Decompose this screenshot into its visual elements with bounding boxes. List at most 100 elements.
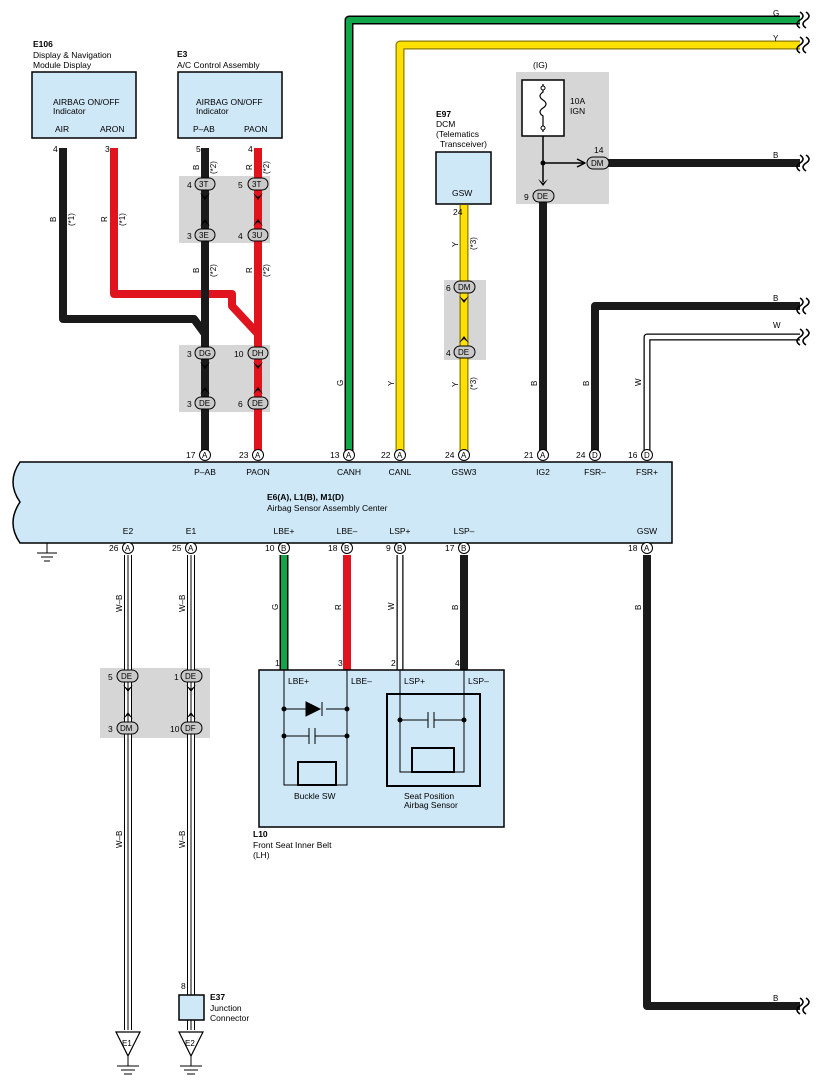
s2-conn-l-bot-label: DE: [199, 399, 210, 408]
wl-b-ig2: B: [530, 381, 539, 386]
s4-conn-l-bot-label: DM: [120, 724, 133, 733]
e97-inner: GSW: [452, 188, 472, 198]
asm-top-conn-1: A: [255, 451, 261, 460]
e3-term-pab: P–AB: [193, 124, 215, 134]
wl-wb-e2-2: W–B: [115, 831, 124, 848]
fuse-rating: 10A: [570, 96, 585, 106]
e106-name-2: Module Display: [33, 60, 92, 70]
ground-e1-label: E1: [122, 1039, 132, 1048]
s4-pin-r-bot: 10: [170, 724, 180, 734]
asm-bottom-pin-4: [394, 542, 406, 554]
asm-top-conn-6: D: [592, 451, 598, 460]
e106-code: E106: [33, 39, 53, 49]
wl-n2-paon-1: (*2): [262, 161, 271, 174]
asm-bottom-term-3: LBE–: [337, 526, 358, 536]
e37-connector: [178, 994, 205, 1021]
asm-top-pin-num-1: 23: [239, 450, 249, 460]
asm-top-conn-2: A: [346, 451, 352, 460]
wl-r-paon-2: R: [245, 267, 254, 273]
ig-conn-dm: [586, 156, 610, 170]
e3-inner-1: AIRBAG ON/OFF: [196, 97, 263, 107]
asm-top-term-2: CANH: [337, 467, 361, 477]
asm-top-pin-num-2: 13: [330, 450, 340, 460]
s2-conn-l-bot: [194, 396, 216, 410]
s1-pin-l-top: 4: [187, 180, 192, 190]
l10-term-0: LBE+: [288, 676, 309, 686]
asm-bottom-pin-num-3: 18: [328, 543, 338, 553]
asm-top-pin-7: [641, 449, 653, 461]
e37-name-1: Junction: [210, 1003, 242, 1013]
edge-label-g: G: [773, 9, 779, 18]
wl-b-pab-2: B: [192, 268, 201, 273]
asm-bottom-pin-6: [641, 542, 653, 554]
asm-bottom-conn-6: A: [644, 544, 650, 553]
asm-bottom-term-2: LBE+: [273, 526, 294, 536]
asm-top-conn-5: A: [540, 451, 546, 460]
l10-pin-3: 4: [455, 658, 460, 668]
s2-conn-l-top-label: DG: [199, 349, 211, 358]
asm-bottom-pin-num-5: 17: [445, 543, 455, 553]
s1-conn-r-bot: [247, 228, 269, 242]
s3-conn-top: [453, 280, 476, 294]
wire-b-air: [59, 148, 209, 337]
e106-name-1: Display & Navigation: [33, 50, 112, 60]
wires: [59, 15, 800, 1030]
wl-b-pab-1: B: [192, 165, 201, 170]
s4-conn-r-top: [180, 669, 203, 683]
s4-conn-r-bot: [180, 721, 203, 735]
e3-inner-2: Indicator: [196, 106, 229, 116]
edge-label-b-dcm: B: [773, 151, 778, 160]
buckle-sw-circuit: [281, 670, 350, 786]
asm-bottom-pin-num-1: 25: [172, 543, 182, 553]
asm-bottom-conn-0: A: [125, 544, 131, 553]
wl-n3-gsw-1: (*3): [469, 237, 478, 250]
asm-top-pin-4: [458, 449, 470, 461]
s1-conn-l-top: [194, 177, 216, 191]
e37-code: E37: [210, 992, 225, 1002]
ig-conn-dm-label: DM: [591, 159, 604, 168]
asm-top-pin-num-7: 16: [628, 450, 638, 460]
e37-pin: 8: [181, 981, 186, 991]
ground-e1-icon: [115, 1031, 141, 1075]
s1-conn-l-top-label: 3T: [199, 180, 208, 189]
splice-chevrons: [123, 179, 548, 719]
s4-pin-l-top: 5: [108, 672, 113, 682]
asm-top-conn-0: A: [202, 451, 208, 460]
fuse-icon: [539, 84, 547, 132]
l10-pin-0: 1: [275, 658, 280, 668]
e97-name-1: DCM: [436, 119, 455, 129]
ig-conn-de: [532, 189, 555, 203]
s3-pin-top: 6: [446, 283, 451, 293]
edge-label-b-gsw: B: [773, 994, 778, 1003]
asm-top-pin-0: [199, 449, 211, 461]
asm-top-conn-4: A: [461, 451, 467, 460]
asm-bottom-conn-1: A: [188, 544, 194, 553]
wl-w-lsp-plus: W: [387, 602, 396, 610]
l10-pin-2: 2: [391, 658, 396, 668]
e37-name-2: Connector: [210, 1013, 249, 1023]
e97-code: E97: [436, 109, 451, 119]
asm-top-pin-num-0: 17: [186, 450, 196, 460]
e106-inner-1: AIRBAG ON/OFF: [53, 97, 120, 107]
asm-bottom-pin-num-2: 10: [265, 543, 275, 553]
s2-conn-r-bot: [247, 396, 269, 410]
l10-code: L10: [253, 829, 268, 839]
l10-pin-1: 3: [338, 658, 343, 668]
asm-top-term-6: FSR–: [584, 467, 606, 477]
asm-bottom-term-4: LSP+: [389, 526, 410, 536]
edge-label-b-fsr: B: [773, 294, 778, 303]
asm-top-term-4: GSW3: [451, 467, 476, 477]
s1-conn-r-top-label: 3T: [252, 180, 261, 189]
wl-g-lbe-plus: G: [271, 604, 280, 610]
wl-wb-e2-1: W–B: [115, 595, 124, 612]
s2-pin-r-bot: 6: [238, 399, 243, 409]
s1-conn-r-top: [247, 177, 269, 191]
s2-pin-r-top: 10: [234, 349, 244, 359]
asm-top-term-3: CANL: [389, 467, 412, 477]
asm-bottom-conn-3: B: [344, 544, 349, 553]
asm-bottom-pin-3: [341, 542, 353, 554]
asm-top-pin-num-4: 24: [445, 450, 455, 460]
s1-conn-r-bot-label: 3U: [252, 231, 262, 240]
e106-term-air: AIR: [55, 124, 69, 134]
wl-r-aron: R: [100, 216, 109, 222]
